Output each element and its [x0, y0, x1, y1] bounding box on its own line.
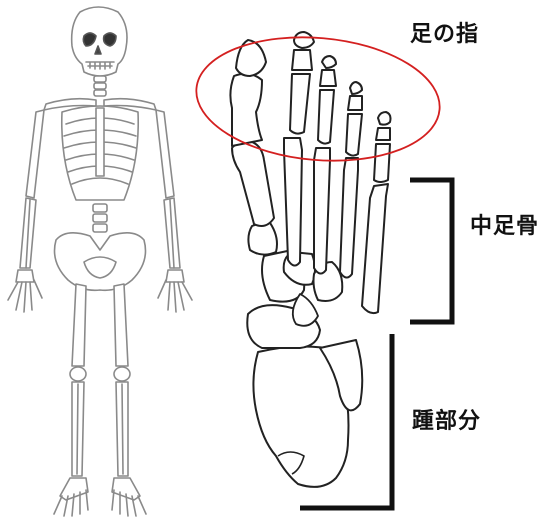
toe2-distal — [294, 32, 314, 48]
right-patella — [114, 367, 130, 381]
toe2-proximal — [290, 74, 310, 134]
toe3-middle — [320, 70, 336, 86]
foot-bones-diagram — [230, 32, 390, 487]
big-toe-proximal-phalanx — [230, 74, 262, 146]
ribcage — [62, 106, 138, 200]
metatarsal-4 — [340, 158, 358, 278]
toe4-distal — [350, 82, 362, 94]
heel-label: 踵部分 — [412, 403, 481, 435]
right-upper-arm — [156, 110, 174, 198]
toe3-proximal — [318, 90, 334, 144]
left-upper-arm — [26, 110, 44, 198]
left-patella — [70, 367, 86, 381]
toe5-proximal — [374, 144, 390, 182]
lumbar-spine — [93, 204, 107, 232]
toe2-middle — [292, 50, 312, 70]
big-toe-distal-phalanx — [236, 40, 266, 76]
right-hand — [158, 270, 192, 312]
metatarsal-3 — [314, 148, 330, 274]
metatarsal-5 — [362, 184, 388, 313]
metatarsal-label: 中足骨 — [470, 208, 539, 240]
left-femur — [72, 284, 86, 366]
right-femur — [114, 284, 128, 366]
metatarsal-bracket — [410, 180, 452, 322]
skull — [72, 7, 127, 76]
metatarsal-1 — [232, 142, 274, 226]
toe4-middle — [348, 96, 362, 110]
toes-label: 足の指 — [410, 16, 479, 48]
cervical-spine — [94, 76, 106, 96]
toe5-middle — [376, 128, 390, 140]
left-foot — [54, 478, 88, 516]
right-foot — [112, 478, 146, 516]
full-skeleton-illustration — [8, 7, 192, 516]
toe5-distal — [378, 112, 391, 125]
toe4-proximal — [346, 114, 362, 156]
left-hand — [8, 270, 42, 312]
toe3-distal — [322, 56, 336, 68]
